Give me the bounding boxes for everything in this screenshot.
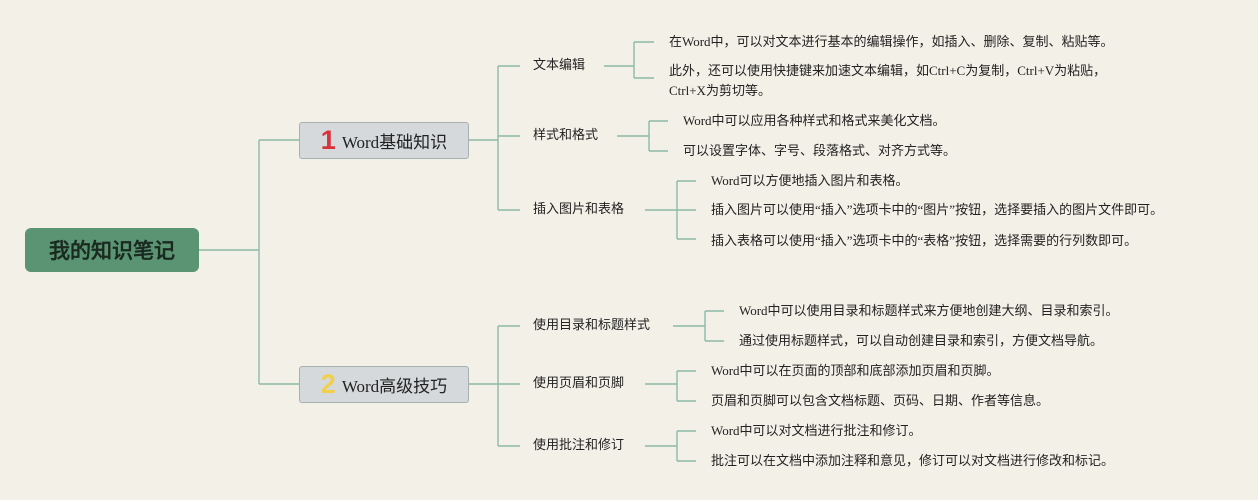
leaf-note: Word中可以对文档进行批注和修订。	[711, 423, 922, 438]
connector-branch-1	[468, 65, 520, 211]
branch-number-2: 2	[320, 369, 336, 399]
leaf-note: 插入图片可以使用“插入”选项卡中的“图片”按钮，选择要插入的图片文件即可。	[711, 202, 1164, 217]
subtopic-text-editing[interactable]: 文本编辑	[533, 58, 586, 73]
branch-title: Word基础知识	[341, 133, 448, 152]
subtopic-header-footer[interactable]: 使用页眉和页脚	[533, 376, 625, 391]
connector-sub-2-2	[645, 370, 696, 402]
branch-number-1: 1	[320, 125, 336, 155]
subtopic-styles-formats[interactable]: 样式和格式	[533, 128, 599, 143]
leaf-note: Word可以方便地插入图片和表格。	[711, 173, 909, 188]
leaf-note: Word中可以使用目录和标题样式来方便地创建大纲、目录和索引。	[739, 303, 1119, 318]
leaf-note: 在Word中，可以对文本进行基本的编辑操作，如插入、删除、复制、粘贴等。	[669, 34, 1114, 49]
leaf-note: 插入表格可以使用“插入”选项卡中的“表格”按钮，选择需要的行列数即可。	[711, 233, 1138, 248]
leaf-note: 通过使用标题样式，可以自动创建目录和索引，方便文档导航。	[739, 333, 1104, 348]
connector-sub-1-2	[617, 120, 668, 152]
leaf-note: 可以设置字体、字号、段落格式、对齐方式等。	[683, 143, 957, 158]
connector-branch-2	[468, 325, 520, 447]
leaf-note: Word中可以应用各种样式和格式来美化文档。	[683, 113, 946, 128]
branch-title: Word高级技巧	[341, 377, 448, 396]
root-title: 我的知识笔记	[49, 239, 175, 263]
subtopic-toc-heading-styles[interactable]: 使用目录和标题样式	[533, 318, 651, 333]
root-node[interactable]: 我的知识笔记	[25, 228, 199, 272]
connector-root-trunk	[199, 139, 300, 385]
connector-sub-1-3	[645, 180, 696, 240]
subtopic-insert-images-tables[interactable]: 插入图片和表格	[533, 202, 625, 217]
subtopic-comments-revisions[interactable]: 使用批注和修订	[533, 438, 625, 453]
connector-sub-1-1	[604, 41, 654, 79]
leaf-note: Word中可以在页面的顶部和底部添加页眉和页脚。	[711, 363, 1000, 378]
leaf-note: 此外，还可以使用快捷键来加速文本编辑，如Ctrl+C为复制，Ctrl+V为粘贴，	[669, 63, 1107, 78]
leaf-note: 批注可以在文档中添加注释和意见，修订可以对文档进行修改和标记。	[711, 453, 1115, 468]
branch-word-advanced[interactable]: 2 Word高级技巧	[299, 366, 469, 403]
branch-word-basics[interactable]: 1 Word基础知识	[299, 122, 469, 159]
leaf-note: 页眉和页脚可以包含文档标题、页码、日期、作者等信息。	[711, 393, 1050, 408]
leaf-note: Ctrl+X为剪切等。	[669, 83, 771, 98]
connector-sub-2-3	[645, 430, 696, 462]
connector-sub-2-1	[673, 310, 724, 342]
